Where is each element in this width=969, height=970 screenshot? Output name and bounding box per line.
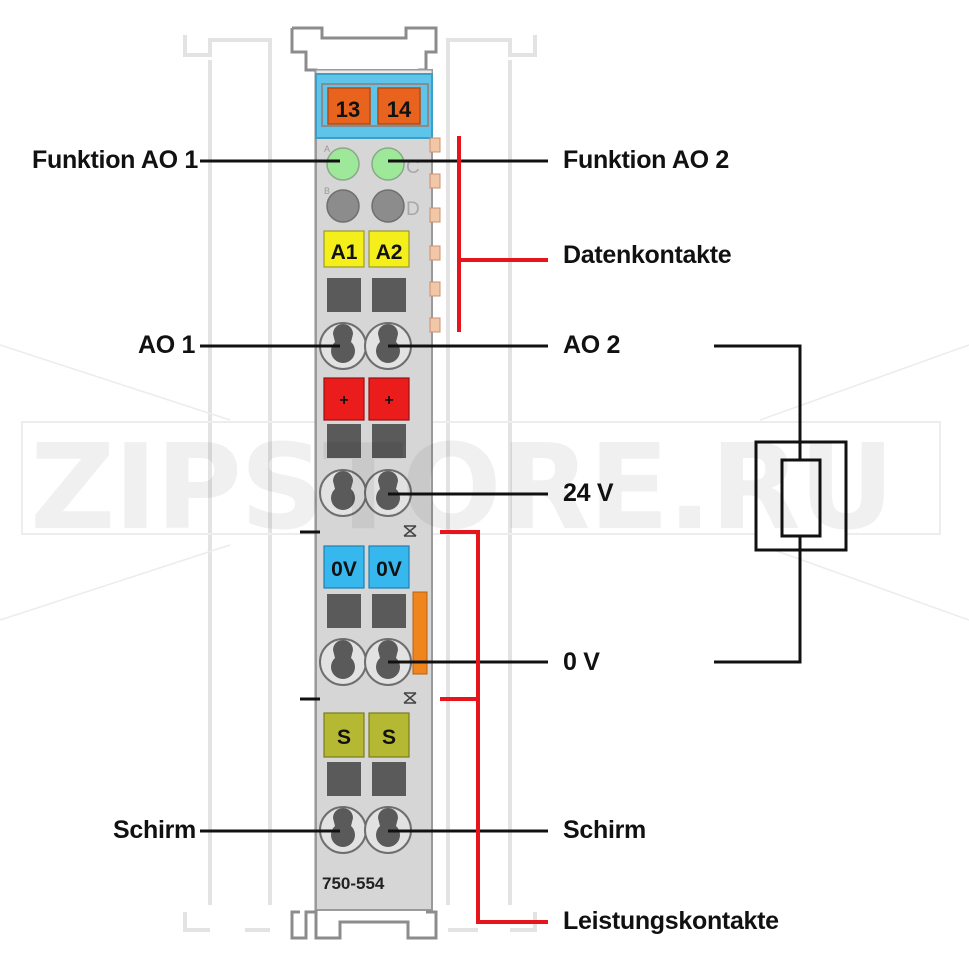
power-contact-marks bbox=[300, 525, 417, 704]
label-datenkontakte: Datenkontakte bbox=[563, 241, 732, 269]
watermark-box bbox=[21, 421, 941, 535]
channel-row-2 bbox=[323, 377, 410, 458]
label-24v: 24 V bbox=[563, 479, 614, 507]
channel-row-1 bbox=[323, 230, 410, 312]
label-funktion-ao2: Funktion AO 2 bbox=[563, 146, 729, 174]
badge-0v-1: 0V bbox=[331, 558, 357, 581]
label-schirm-right: Schirm bbox=[563, 816, 646, 844]
badge-0v-2: 0V bbox=[376, 558, 402, 581]
load-resistor-symbol bbox=[714, 344, 848, 664]
channel-row-4 bbox=[323, 712, 410, 796]
terminal-13 bbox=[327, 87, 371, 125]
terminal-13-label: 13 bbox=[336, 97, 360, 122]
channel-row-3 bbox=[323, 545, 428, 675]
led-d bbox=[371, 189, 405, 223]
badge-plus-2: + bbox=[384, 392, 393, 409]
badge-plus-1: + bbox=[339, 392, 348, 409]
label-ao1: AO 1 bbox=[138, 331, 196, 359]
label-ao2: AO 2 bbox=[563, 331, 621, 359]
screw-row-4 bbox=[319, 806, 412, 854]
led-b bbox=[326, 189, 360, 223]
red-brackets bbox=[440, 136, 548, 924]
led-c bbox=[371, 147, 405, 181]
leader-lines bbox=[200, 159, 548, 833]
terminal-14-label: 14 bbox=[387, 97, 412, 122]
led-row-1 bbox=[326, 147, 405, 181]
top-terminal-block bbox=[315, 73, 433, 139]
led-a bbox=[326, 147, 360, 181]
badge-s-2: S bbox=[382, 726, 396, 749]
label-funktion-ao1: Funktion AO 1 bbox=[32, 146, 198, 174]
terminal-14 bbox=[377, 87, 421, 125]
led-letter-a: A bbox=[324, 144, 330, 154]
module-model-number: 750-554 bbox=[322, 874, 385, 893]
led-letter-b: B bbox=[324, 186, 330, 196]
screw-row-2 bbox=[319, 469, 412, 517]
label-schirm-left: Schirm bbox=[113, 816, 196, 844]
led-row-2 bbox=[326, 189, 405, 223]
label-0v: 0 V bbox=[563, 648, 600, 676]
led-letter-d: D bbox=[406, 199, 420, 220]
badge-a2: A2 bbox=[376, 241, 403, 264]
badge-a1: A1 bbox=[331, 241, 358, 264]
screw-row-3 bbox=[319, 638, 412, 686]
ghost-rail bbox=[183, 35, 537, 932]
label-leistungskontakte: Leistungskontakte bbox=[563, 907, 779, 935]
ghost-pointers bbox=[0, 344, 969, 621]
orange-indicator bbox=[412, 591, 428, 675]
badge-s-1: S bbox=[337, 726, 351, 749]
data-contacts bbox=[429, 137, 441, 333]
